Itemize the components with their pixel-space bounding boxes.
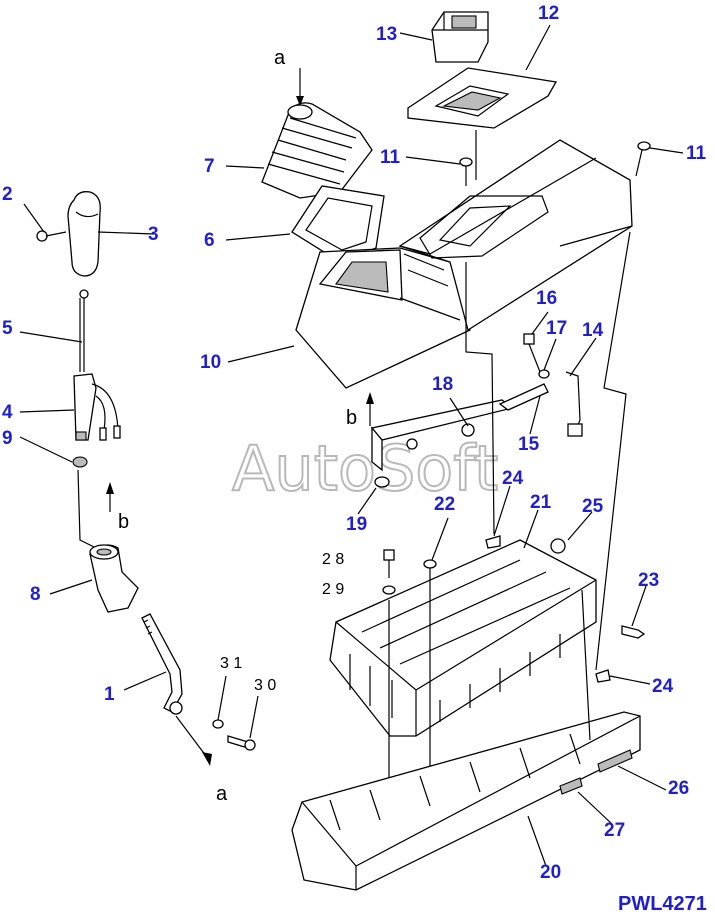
part-7-boot [261, 68, 373, 199]
watermark: AutoSoft [232, 432, 498, 505]
callout-26: 26 [668, 778, 689, 799]
part-30-bolt [227, 735, 256, 751]
ref-marker-a-bottom: a [216, 783, 228, 805]
part-11-bolt-a [459, 157, 473, 186]
part-9-nut [72, 456, 97, 549]
callout-20: 20 [540, 862, 561, 883]
part-8-lower-boot [89, 544, 139, 613]
part-4-bracket [73, 373, 121, 441]
callout-21: 21 [530, 492, 552, 513]
part-20-base [291, 711, 641, 891]
part-19-clip [374, 476, 390, 488]
callout-29: 2 9 [322, 581, 344, 598]
part-23-bolt [621, 625, 646, 639]
part-25-grommet [550, 538, 566, 554]
callout-4: 4 [2, 402, 13, 423]
ref-arrow-b-mid [366, 392, 374, 426]
callout-13: 13 [376, 24, 397, 45]
callout-27: 27 [604, 820, 625, 841]
callout-24-b: 24 [652, 676, 674, 697]
part-24-clip-a [485, 535, 501, 549]
part-2-screw [36, 230, 67, 242]
callout-12: 12 [538, 3, 559, 24]
part-27-vent [559, 777, 583, 795]
part-13-switch [431, 11, 489, 63]
part-10-console-upper [295, 247, 471, 389]
part-16-bolt [523, 333, 541, 373]
callout-3: 3 [148, 224, 159, 245]
callout-18: 18 [432, 374, 453, 395]
ref-marker-b-mid: b [346, 407, 357, 429]
ref-arrow-b-left [106, 482, 114, 512]
callout-5: 5 [2, 318, 13, 339]
ref-marker-b-left: b [118, 511, 129, 533]
callout-25: 25 [582, 496, 604, 517]
part-26-vent [597, 749, 633, 773]
callout-23: 23 [638, 570, 659, 591]
callout-14: 14 [582, 320, 604, 341]
callout-17: 17 [546, 318, 567, 339]
part-11-bolt-b [635, 141, 651, 177]
part-15-link [498, 383, 549, 411]
callout-22: 22 [434, 494, 455, 515]
part-24-clip-b [595, 669, 611, 683]
part-31-washer [212, 719, 224, 729]
callout-31: 3 1 [220, 655, 242, 672]
callout-10: 10 [200, 352, 221, 373]
ref-marker-a-top: a [274, 47, 286, 69]
callout-11-b: 11 [686, 143, 707, 164]
part-6-frame [291, 185, 385, 263]
callout-16: 16 [536, 288, 557, 309]
part-18-linkage [370, 399, 514, 472]
part-21-console-frame [329, 539, 597, 737]
callout-9: 9 [2, 428, 13, 449]
callout-2: 2 [2, 184, 13, 205]
part-12-plate [407, 67, 558, 180]
callout-24-a: 24 [502, 468, 524, 489]
part-5-cable [79, 289, 89, 372]
part-3-knob [67, 191, 101, 277]
callout-28: 2 8 [322, 551, 344, 568]
connector-line [581, 589, 591, 741]
callout-7: 7 [204, 156, 215, 177]
drawing-id: PWL4271 [618, 893, 707, 915]
part-17-washer [538, 369, 550, 379]
connector-line [595, 231, 631, 671]
callout-6: 6 [204, 230, 215, 251]
callout-19: 19 [346, 514, 367, 535]
connector-line [465, 262, 495, 535]
part-28-bolt [383, 549, 395, 578]
console-rear-box [398, 139, 633, 332]
callout-1: 1 [104, 684, 115, 705]
callout-11-a: 11 [380, 147, 401, 168]
leader-lines [19, 24, 684, 867]
part-1-lever [141, 613, 212, 766]
callout-15: 15 [518, 434, 540, 455]
callout-30: 3 0 [254, 677, 276, 694]
callout-8: 8 [30, 584, 41, 605]
part-14-harness [565, 371, 583, 437]
